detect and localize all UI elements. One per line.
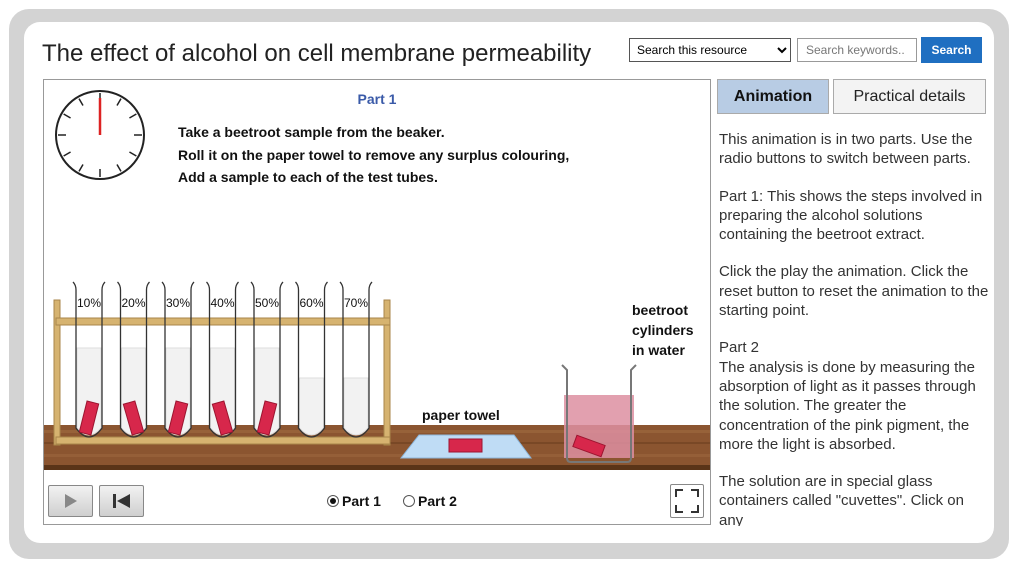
skip-back-icon <box>113 494 130 508</box>
beetroot-sample <box>448 438 483 453</box>
reset-button[interactable] <box>99 485 144 517</box>
sidebar-description: This animation is in two parts. Use the … <box>719 130 989 526</box>
beetroot-sample <box>122 400 145 436</box>
fullscreen-icon <box>675 489 699 513</box>
part-1-label: Part 1 <box>342 493 381 509</box>
tab-animation[interactable]: Animation <box>717 79 829 114</box>
tube-glass <box>206 281 239 438</box>
radio-unselected-icon <box>403 495 415 507</box>
tube-label: 50% <box>255 296 279 310</box>
tube-glass <box>161 281 195 438</box>
part-2-label: Part 2 <box>418 493 457 509</box>
beetroot-sample <box>78 400 100 436</box>
search-button[interactable]: Search <box>921 37 982 63</box>
test-tube: 40% <box>206 281 239 438</box>
sidebar-paragraph: Part 2 <box>719 339 760 357</box>
fullscreen-button[interactable] <box>670 484 704 518</box>
beetroot-sample <box>211 400 234 436</box>
test-tube: 60% <box>295 281 328 438</box>
paper-towel-label: paper towel <box>422 407 500 423</box>
tube-glass <box>72 281 106 438</box>
sidebar-paragraph: The analysis is done by measuring the ab… <box>719 358 976 453</box>
instruction-line-3: Add a sample to each of the test tubes. <box>178 169 438 185</box>
search-keywords-input[interactable] <box>797 38 917 62</box>
clock-tick <box>78 164 84 172</box>
part-1-radio[interactable]: Part 1 <box>327 493 381 509</box>
clock-tick <box>63 151 71 157</box>
clock-tick <box>129 113 137 119</box>
tube-label: 70% <box>344 296 368 310</box>
test-tube: 30% <box>161 281 195 438</box>
tube-label: 20% <box>121 296 145 310</box>
tube-liquid <box>299 377 324 436</box>
instruction-line-1: Take a beetroot sample from the beaker. <box>178 124 445 140</box>
part-title: Part 1 <box>358 91 397 107</box>
tube-label: 30% <box>166 296 190 310</box>
part-2-radio[interactable]: Part 2 <box>403 493 457 509</box>
beetroot-in-beaker <box>572 434 606 458</box>
clock-tick <box>116 164 122 172</box>
test-tubes: 10% 20% 30% 40% 50% 60% 70% <box>72 281 373 438</box>
beetroot-sample <box>256 400 278 436</box>
tab-practical-details[interactable]: Practical details <box>833 79 986 114</box>
clock-icon <box>55 90 145 180</box>
test-tube-rack <box>53 299 391 446</box>
clock-tick <box>129 151 137 157</box>
paper-towel <box>399 434 532 459</box>
instruction-line-2: Roll it on the paper towel to remove any… <box>178 147 569 163</box>
test-tube: 70% <box>339 281 373 438</box>
beetroot-sample <box>167 400 189 436</box>
tube-glass <box>295 281 328 438</box>
beaker-label-line-2: cylinders <box>632 322 694 338</box>
beaker-label-line-1: beetroot <box>632 302 688 318</box>
test-tube: 10% <box>72 281 106 438</box>
sidebar-paragraph: Click the play the animation. Click the … <box>719 263 989 320</box>
tube-liquid <box>343 377 369 436</box>
page-title: The effect of alcohol on cell membrane p… <box>42 40 592 67</box>
play-button[interactable] <box>48 485 93 517</box>
clock-tick <box>63 113 71 119</box>
tube-glass <box>117 281 150 438</box>
animation-canvas: Part 1 Take a beetroot sample from the b… <box>44 80 710 524</box>
sidebar-paragraph: Part 1: This shows the steps involved in… <box>719 187 983 244</box>
tube-glass <box>250 281 284 438</box>
tube-label: 40% <box>210 296 234 310</box>
tube-glass <box>339 281 373 438</box>
animation-panel: Part 1 Take a beetroot sample from the b… <box>43 79 711 525</box>
play-icon <box>65 494 77 508</box>
search-scope-select[interactable]: Search this resource <box>629 38 791 62</box>
sidebar-paragraph: The solution are in special glass contai… <box>719 473 964 526</box>
tube-label: 10% <box>77 296 101 310</box>
test-tube: 50% <box>250 281 284 438</box>
beaker-label-line-3: in water <box>632 342 685 358</box>
clock-tick <box>116 98 122 106</box>
clock-tick <box>78 98 84 106</box>
radio-selected-icon <box>327 495 339 507</box>
tube-label: 60% <box>299 296 323 310</box>
test-tube: 20% <box>117 281 150 438</box>
beaker <box>561 364 637 463</box>
sidebar-paragraph: This animation is in two parts. Use the … <box>719 131 973 168</box>
